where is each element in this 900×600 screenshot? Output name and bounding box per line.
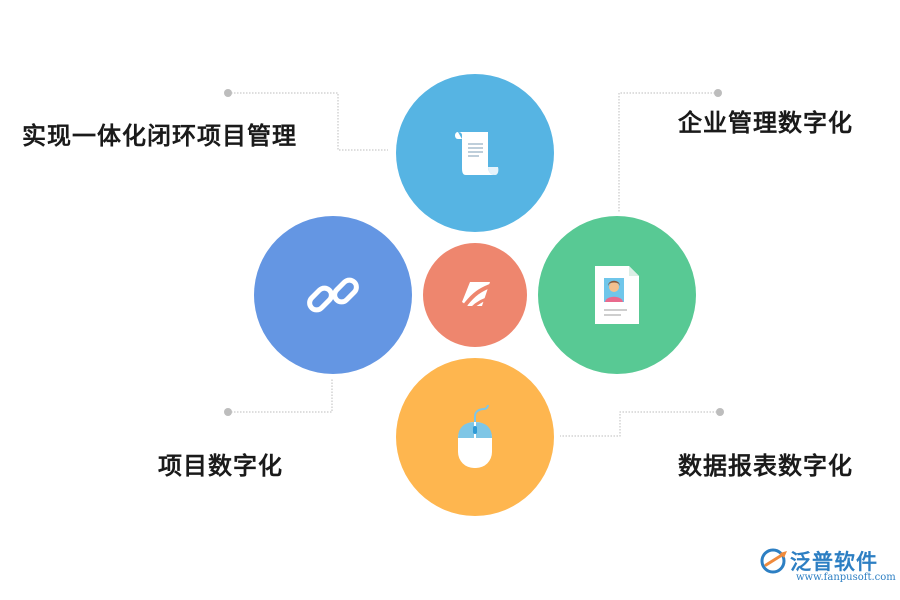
label-project-digitalization: 项目数字化 bbox=[158, 452, 283, 480]
connector-top-left bbox=[228, 92, 388, 151]
connector-dot bbox=[716, 408, 724, 416]
logo-name: 泛普软件 bbox=[790, 550, 878, 574]
label-report-digitalization: 数据报表数字化 bbox=[678, 452, 853, 480]
circle-bottom bbox=[396, 358, 554, 516]
connector-top-right bbox=[618, 92, 718, 212]
circle-right bbox=[538, 216, 696, 374]
connector-bottom-left bbox=[228, 378, 333, 413]
label-enterprise-management-digitalization: 企业管理数字化 bbox=[678, 109, 853, 137]
connector-dot bbox=[224, 408, 232, 416]
id-document-icon bbox=[595, 266, 639, 324]
chain-link-icon bbox=[307, 277, 359, 313]
circle-top bbox=[396, 74, 554, 232]
fanpu-logo-icon bbox=[760, 548, 787, 574]
mouse-icon bbox=[458, 404, 492, 468]
connector-dot bbox=[714, 89, 722, 97]
logo-url: www.fanpusoft.com bbox=[796, 572, 896, 583]
label-closed-loop-project-management: 实现一体化闭环项目管理 bbox=[22, 122, 297, 150]
circle-left bbox=[254, 216, 412, 374]
scroll-icon bbox=[455, 132, 499, 175]
brand-watermark: 泛普软件 www.fanpusoft.com bbox=[760, 544, 896, 592]
connector-dot bbox=[224, 89, 232, 97]
connector-bottom-right bbox=[560, 411, 720, 437]
circle-center bbox=[423, 243, 527, 347]
brand-logo-icon bbox=[462, 282, 492, 310]
